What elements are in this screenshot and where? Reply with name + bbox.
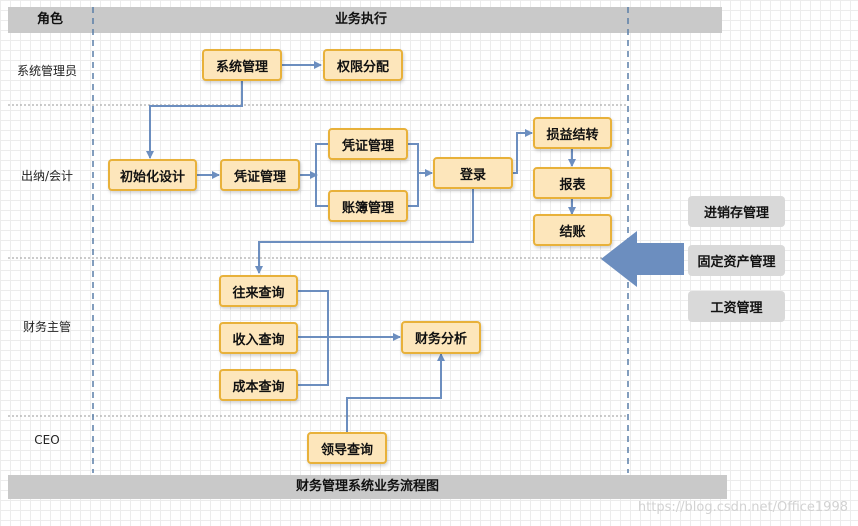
node-cost-query[interactable]: 成本查询 bbox=[219, 369, 298, 401]
node-permission-assignment[interactable]: 权限分配 bbox=[323, 49, 403, 81]
node-initialization-design[interactable]: 初始化设计 bbox=[108, 159, 197, 191]
lane-label-supervisor: 财务主管 bbox=[22, 320, 71, 334]
lane-separators bbox=[8, 104, 628, 417]
node-income-query[interactable]: 收入查询 bbox=[219, 322, 298, 354]
header-bar bbox=[8, 7, 722, 33]
lane-label-cashier: 出纳/会计 bbox=[20, 169, 74, 183]
module-payroll-management[interactable]: 工资管理 bbox=[688, 291, 785, 322]
edge-merge bbox=[408, 143, 419, 207]
node-voucher-management-branch[interactable]: 凭证管理 bbox=[328, 128, 408, 160]
node-receivables-query[interactable]: 往来查询 bbox=[219, 275, 298, 307]
node-reports[interactable]: 报表 bbox=[533, 167, 612, 199]
node-system-management[interactable]: 系统管理 bbox=[202, 49, 282, 81]
node-ledger-management[interactable]: 账簿管理 bbox=[328, 190, 408, 222]
node-financial-analysis[interactable]: 财务分析 bbox=[401, 321, 481, 354]
watermark-text: https://blog.csdn.net/Office1998 bbox=[637, 500, 848, 515]
module-inventory-management[interactable]: 进销存管理 bbox=[688, 196, 785, 227]
edge-branch-lower bbox=[315, 175, 328, 207]
edge-leadership-to-analysis bbox=[346, 353, 445, 432]
node-voucher-management[interactable]: 凭证管理 bbox=[220, 159, 300, 191]
diagram-caption: 财务管理系统业务流程图 bbox=[8, 475, 727, 499]
node-leadership-query[interactable]: 领导查询 bbox=[307, 432, 387, 464]
edge-system-to-init bbox=[146, 80, 243, 159]
edge-login-to-profit bbox=[513, 129, 533, 174]
module-fixed-asset-management[interactable]: 固定资产管理 bbox=[688, 245, 785, 276]
role-column-title: 角色 bbox=[36, 12, 63, 27]
node-profit-loss-transfer[interactable]: 损益结转 bbox=[533, 117, 612, 149]
import-arrow bbox=[601, 231, 684, 287]
node-closing[interactable]: 结账 bbox=[533, 214, 612, 246]
node-login[interactable]: 登录 bbox=[433, 157, 513, 189]
lane-label-admin: 系统管理员 bbox=[16, 64, 77, 78]
lane-label-ceo: CEO bbox=[34, 433, 60, 447]
edge-login-to-receivables bbox=[255, 189, 474, 274]
edge-branch-upper bbox=[315, 143, 328, 175]
process-column-title: 业务执行 bbox=[334, 12, 387, 27]
